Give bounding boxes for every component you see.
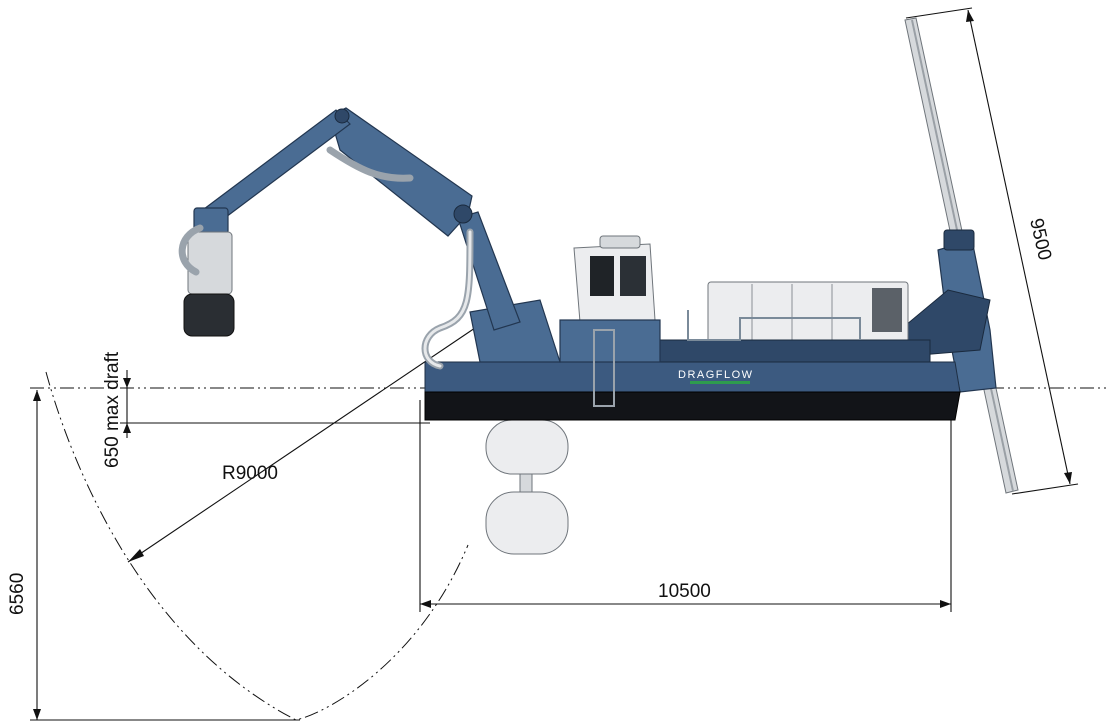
dredging-reach-arc [45, 371, 469, 721]
spud-ext-bottom [1011, 483, 1079, 495]
radius-arrowhead [128, 549, 144, 562]
arm-boom [329, 107, 473, 237]
engine-deck-plate [649, 339, 931, 363]
brand-label: DRAGFLOW [678, 369, 754, 381]
engine-grille [872, 288, 902, 332]
cabin-window-2 [620, 256, 646, 296]
brand-flag [690, 381, 750, 384]
boarding-ladder [593, 329, 615, 407]
cutter-hose [178, 224, 204, 276]
spud-length-label: 9500 [1025, 216, 1055, 262]
spud-arrow-bottom [1064, 472, 1072, 484]
hull-lower [424, 391, 961, 421]
length-arrow-right [940, 600, 951, 608]
suction-hose-highlight [423, 230, 472, 368]
cabin-base [559, 319, 661, 363]
cutter-head [183, 293, 235, 337]
cutter-body [187, 231, 233, 295]
length-arrow-left [420, 600, 431, 608]
spud-clamp [943, 229, 975, 251]
arm-pivot [453, 204, 473, 224]
spud-dim-line [967, 9, 1071, 485]
depth-label: 6560 [7, 573, 28, 615]
float-lower [485, 491, 569, 555]
spud-arrow-top [966, 10, 974, 22]
hydraulic-hose [326, 146, 414, 182]
radius-line [127, 327, 476, 563]
draft-arrow-bottom [123, 423, 131, 433]
deck-railing [687, 310, 861, 341]
draft-arrow-top [123, 378, 131, 388]
depth-arrow-bottom [33, 709, 41, 720]
arm-joint [334, 108, 350, 124]
draft-label: 650 max draft [102, 351, 123, 468]
spud-ext-top [905, 7, 973, 19]
cabin-window-1 [590, 256, 614, 296]
depth-arrow-top [33, 390, 41, 401]
radius-label: R9000 [222, 463, 278, 484]
length-label: 10500 [658, 581, 711, 602]
float-upper [485, 419, 569, 475]
cabin-roof-unit [599, 235, 641, 249]
float-lower-stem [519, 473, 533, 495]
